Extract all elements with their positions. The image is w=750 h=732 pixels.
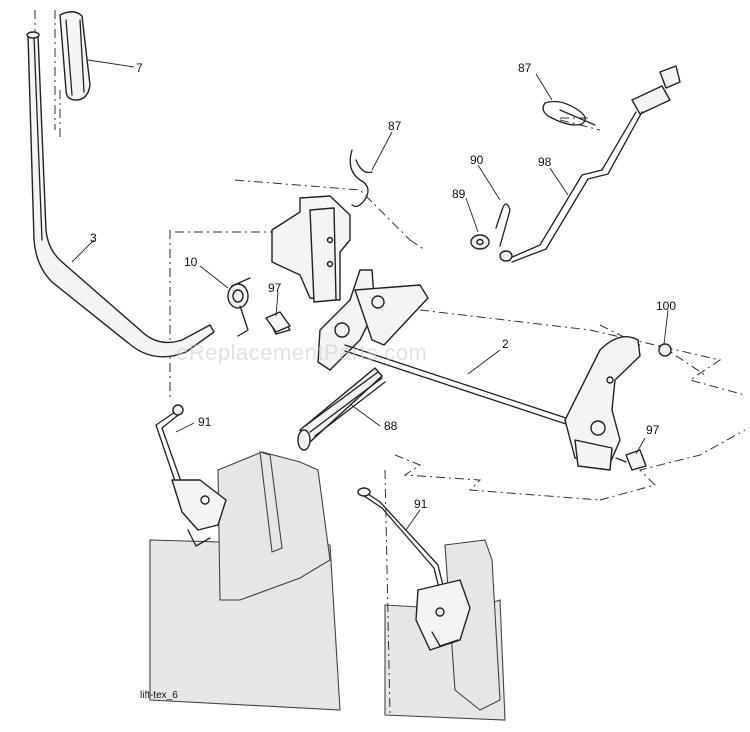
callout-91-left: 91: [198, 415, 212, 429]
extension-spring: [297, 367, 386, 451]
callout-97-upper: 97: [268, 281, 282, 295]
shaft-arm-right: [564, 336, 672, 471]
callout-100: 100: [656, 299, 676, 313]
lever-grip: [59, 11, 91, 101]
callout-91-right: 91: [414, 497, 428, 511]
callout-labels: 7 3 87 87 90 89 98 10 97 100 2 91 88 97 …: [90, 61, 676, 511]
lift-shaft: [344, 344, 573, 427]
diagram-caption: lift-tex_6: [140, 690, 178, 701]
frame-right: [384, 539, 506, 721]
adjustment-rod: [499, 65, 681, 263]
callout-89: 89: [452, 187, 466, 201]
callout-2: 2: [502, 337, 509, 351]
callout-97-lower: 97: [646, 423, 660, 437]
bolt-upper: [265, 311, 291, 333]
hairpin-clip-right: [542, 100, 596, 126]
torsion-spring: [227, 277, 251, 337]
watermark-text: eReplacementParts.com: [176, 340, 427, 365]
callout-87-right: 87: [518, 61, 532, 75]
hairpin-clip-left: [349, 149, 373, 208]
leader-lines: [71, 59, 669, 531]
callout-87-left: 87: [388, 119, 402, 133]
callout-88: 88: [384, 419, 398, 433]
pivot-bracket: [267, 195, 429, 371]
washer-and-pin: [470, 203, 511, 250]
lift-link-right: [357, 487, 471, 651]
frame-left: [149, 451, 341, 711]
callout-10: 10: [184, 255, 198, 269]
lift-link-left: [155, 404, 227, 547]
lift-lever: [26, 31, 215, 358]
callout-7: 7: [136, 61, 143, 75]
callout-90: 90: [470, 153, 484, 167]
callout-98: 98: [538, 155, 552, 169]
callout-3: 3: [90, 231, 97, 245]
bolt-lower: [615, 449, 647, 471]
